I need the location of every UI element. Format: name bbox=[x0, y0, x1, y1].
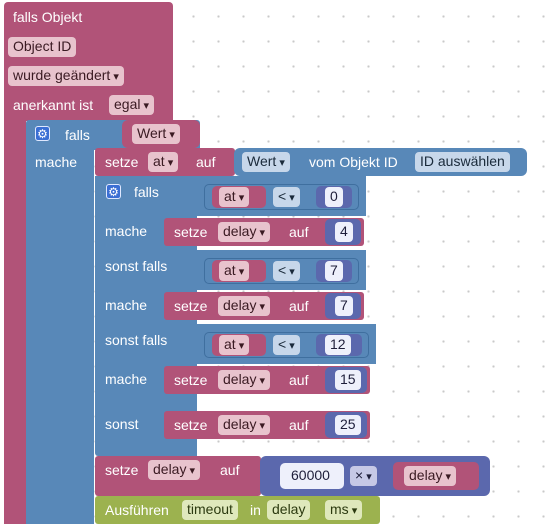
compare-op-dropdown-3[interactable]: < bbox=[273, 335, 300, 355]
inner-if-label: falls bbox=[134, 184, 159, 200]
change-condition-dropdown[interactable]: wurde geändert bbox=[8, 66, 124, 86]
gear-icon-inner[interactable]: ⚙ bbox=[106, 184, 121, 199]
acknowledged-label: anerkannt ist bbox=[13, 97, 94, 113]
result-num-1[interactable]: 4 bbox=[335, 222, 353, 242]
set-delay-var-3[interactable]: delay bbox=[218, 370, 271, 390]
timeout-in-label: in bbox=[250, 502, 261, 518]
timeout-name-field[interactable]: timeout bbox=[182, 500, 238, 520]
object-id-field[interactable]: Object ID bbox=[8, 37, 77, 57]
operand-dropdown[interactable]: delay bbox=[404, 466, 457, 486]
from-object-label: vom Objekt ID bbox=[309, 154, 398, 170]
compare-num-1[interactable]: 0 bbox=[325, 187, 343, 207]
compare-num-3[interactable]: 12 bbox=[325, 335, 351, 355]
set-delay-var-2[interactable]: delay bbox=[218, 296, 271, 316]
result-num-3[interactable]: 15 bbox=[335, 370, 361, 390]
value-field-dropdown[interactable]: Wert bbox=[242, 152, 290, 172]
acknowledged-dropdown[interactable]: egal bbox=[109, 95, 155, 115]
compare-op-dropdown-2[interactable]: < bbox=[273, 261, 300, 281]
compare-op-dropdown-1[interactable]: < bbox=[273, 187, 300, 207]
trigger-spine bbox=[4, 120, 26, 524]
set-delay-to-3: auf bbox=[289, 372, 309, 388]
outer-do-label: mache bbox=[35, 154, 78, 170]
timeout-delay-field[interactable]: delay bbox=[267, 500, 311, 520]
result-num-2[interactable]: 7 bbox=[335, 296, 353, 316]
do-label-2: mache bbox=[105, 297, 148, 313]
timeout-run-label: Ausführen bbox=[105, 502, 169, 518]
outer-if-label: falls bbox=[65, 127, 90, 143]
compare-var-dropdown-2[interactable]: at bbox=[219, 261, 250, 281]
outer-if-spine bbox=[26, 148, 94, 524]
result-num-else[interactable]: 25 bbox=[335, 415, 361, 435]
set-delay-to-1: auf bbox=[289, 224, 309, 240]
compare-num-2[interactable]: 7 bbox=[325, 261, 343, 281]
condition-var-dropdown[interactable]: Wert bbox=[132, 124, 180, 144]
else-if-label-1: sonst falls bbox=[105, 258, 168, 274]
else-if-label-2: sonst falls bbox=[105, 332, 168, 348]
do-label-1: mache bbox=[105, 223, 148, 239]
set-delay-label-1: setze bbox=[174, 224, 208, 240]
do-label-3: mache bbox=[105, 371, 148, 387]
else-label: sonst bbox=[105, 416, 139, 432]
set-at-label: setze bbox=[105, 154, 139, 170]
set-delay-label-else: setze bbox=[174, 417, 208, 433]
factor-number[interactable]: 60000 bbox=[286, 466, 335, 486]
set-delay-to-else: auf bbox=[289, 417, 309, 433]
gear-icon[interactable]: ⚙ bbox=[35, 126, 50, 141]
set-delay-label-2: setze bbox=[174, 298, 208, 314]
set-delay-to-2: auf bbox=[289, 298, 309, 314]
set-delay-multiply-label: setze bbox=[105, 462, 139, 478]
timeout-unit-dropdown[interactable]: ms bbox=[325, 500, 363, 520]
multiply-op-dropdown[interactable]: × bbox=[350, 466, 377, 486]
set-delay-multiply-var[interactable]: delay bbox=[148, 460, 201, 480]
set-at-to-label: auf bbox=[196, 154, 216, 170]
set-delay-var-1[interactable]: delay bbox=[218, 222, 271, 242]
compare-var-dropdown-3[interactable]: at bbox=[219, 335, 250, 355]
set-delay-multiply-to: auf bbox=[220, 462, 240, 478]
set-delay-label-3: setze bbox=[174, 372, 208, 388]
select-id-button[interactable]: ID auswählen bbox=[415, 152, 510, 172]
trigger-label: falls Objekt bbox=[13, 9, 83, 25]
set-delay-var-else[interactable]: delay bbox=[218, 415, 271, 435]
compare-var-dropdown-1[interactable]: at bbox=[219, 187, 250, 207]
set-at-var-dropdown[interactable]: at bbox=[148, 152, 179, 172]
